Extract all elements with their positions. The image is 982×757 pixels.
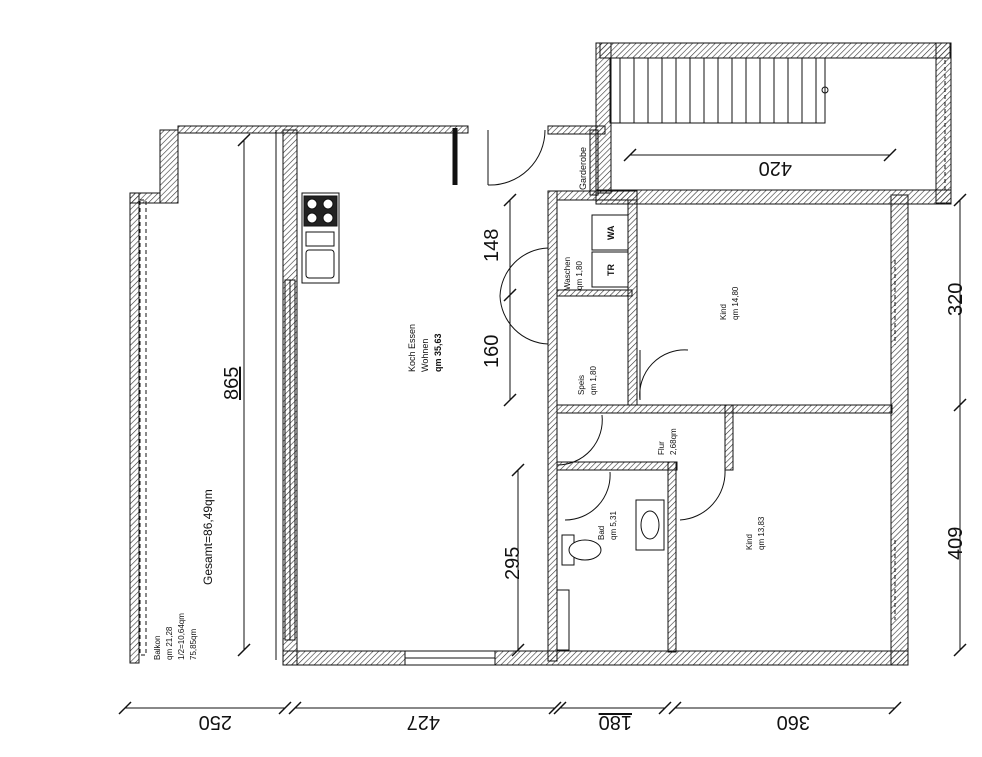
label-waschen-name: Waschen <box>563 257 572 290</box>
label-wa: WA <box>606 225 616 240</box>
label-koch-name: Koch Essen <box>407 324 417 372</box>
dimension-tick <box>503 288 517 302</box>
outer-walls <box>129 42 952 666</box>
dim-409: 409 <box>945 527 967 560</box>
label-balkon-half: 1/2=10,64qm <box>177 613 186 660</box>
label-kind1-area: qm 14,80 <box>731 286 740 320</box>
label-waschen-area: qm 1,80 <box>575 261 584 290</box>
dimension-tick <box>658 701 672 715</box>
window-left <box>139 130 296 660</box>
label-flur-name: Flur <box>657 441 666 455</box>
dimension-tick <box>503 193 517 207</box>
dimension-tick <box>548 701 562 715</box>
dim-320: 320 <box>945 283 967 316</box>
label-koch-area: qm 35,63 <box>433 333 443 372</box>
dim-865: 865 <box>221 367 243 400</box>
inner-walls <box>547 129 893 662</box>
label-balkon-name: Balkon <box>153 636 162 660</box>
label-balkon-total: 75,85qm <box>189 629 198 660</box>
appliances <box>591 214 629 288</box>
dimension-tick <box>953 193 967 207</box>
dimension-tick <box>118 701 132 715</box>
kitchen-counter <box>301 192 340 284</box>
dimension-tick <box>953 643 967 657</box>
dimension-tick <box>883 148 897 162</box>
label-garderobe: Garderobe <box>578 147 588 190</box>
dimension-tick <box>668 701 682 715</box>
dimension-tick <box>553 701 567 715</box>
dimension-tick <box>237 643 251 657</box>
dimension-tick <box>288 701 302 715</box>
dim-148: 148 <box>481 229 503 262</box>
dim-180: 180 <box>599 711 632 733</box>
label-kind2-area: qm 13,83 <box>757 516 766 550</box>
label-bad-area: qm 5,31 <box>609 511 618 540</box>
dimension-tick <box>953 398 967 412</box>
label-speis-area: qm 1,80 <box>589 366 598 395</box>
dimension-tick <box>278 701 292 715</box>
label-tr: TR <box>606 264 616 276</box>
label-balkon-area: qm 21,28 <box>165 626 174 660</box>
dimension-tick <box>511 463 525 477</box>
label-kind2-name: Kind <box>745 534 754 550</box>
bath-fixtures <box>556 499 665 651</box>
label-bad-name: Bad <box>597 526 606 540</box>
label-kind1-name: Kind <box>719 304 728 320</box>
staircase <box>609 57 829 124</box>
dim-360: 360 <box>777 711 810 733</box>
dimension-lines <box>118 133 967 715</box>
label-speis-name: Speis <box>577 375 586 395</box>
label-gesamt: Gesamt=86,49qm <box>201 489 215 585</box>
dimension-tick <box>888 701 902 715</box>
dimension-tick <box>623 148 637 162</box>
window-bottom <box>404 650 665 666</box>
dim-427: 427 <box>407 711 440 733</box>
label-koch-sub: Wohnen <box>420 339 430 372</box>
dim-160: 160 <box>481 335 503 368</box>
dimension-tick <box>237 133 251 147</box>
dim-250: 250 <box>199 711 232 733</box>
door-swings <box>452 128 726 521</box>
dim-295: 295 <box>502 547 524 580</box>
dimension-tick <box>503 393 517 407</box>
dim-420: 420 <box>759 157 792 179</box>
window-right <box>894 60 946 620</box>
dimension-tick <box>511 643 525 657</box>
label-flur-area: 2,68qm <box>669 428 678 455</box>
